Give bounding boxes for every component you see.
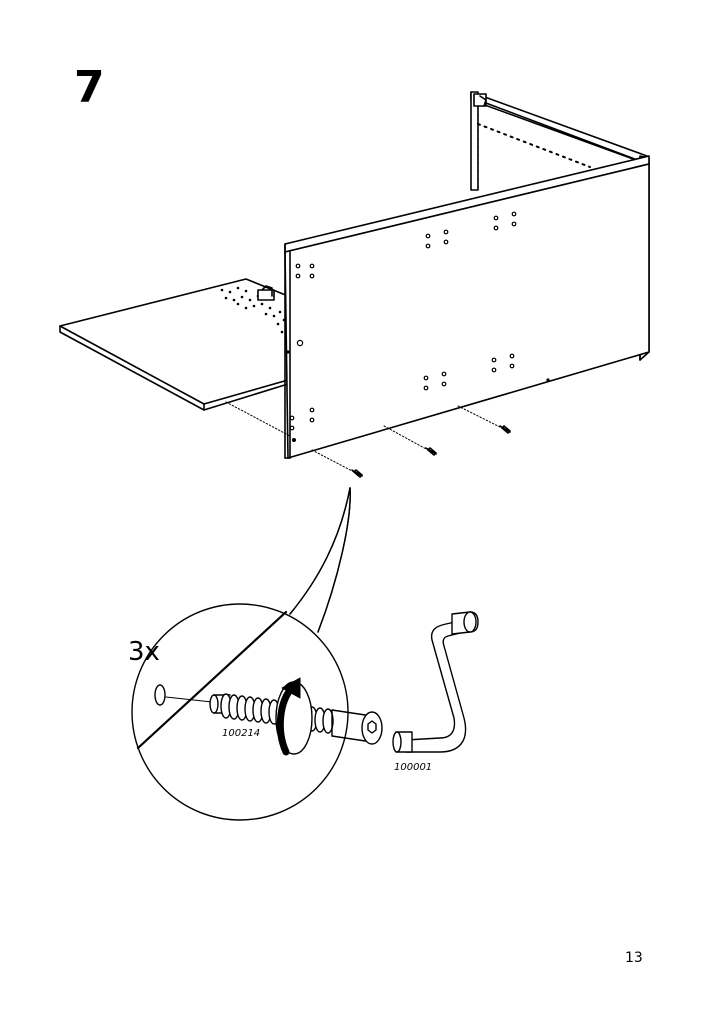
dowel-part-number: 100214 — [222, 728, 260, 739]
page-number: 13 — [625, 950, 643, 966]
crank-wrench-icon — [392, 611, 479, 753]
detail-callout — [131, 487, 351, 821]
screw-dowels — [225, 401, 511, 478]
tool-part-number: 100001 — [394, 762, 432, 773]
screw-dowel-icon — [209, 681, 383, 755]
bottom-panel — [59, 278, 289, 411]
step-number: 7 — [74, 62, 105, 113]
front-panel — [284, 155, 650, 459]
quantity-label: 3x — [128, 637, 160, 667]
clockwise-arrow-icon — [276, 677, 301, 756]
